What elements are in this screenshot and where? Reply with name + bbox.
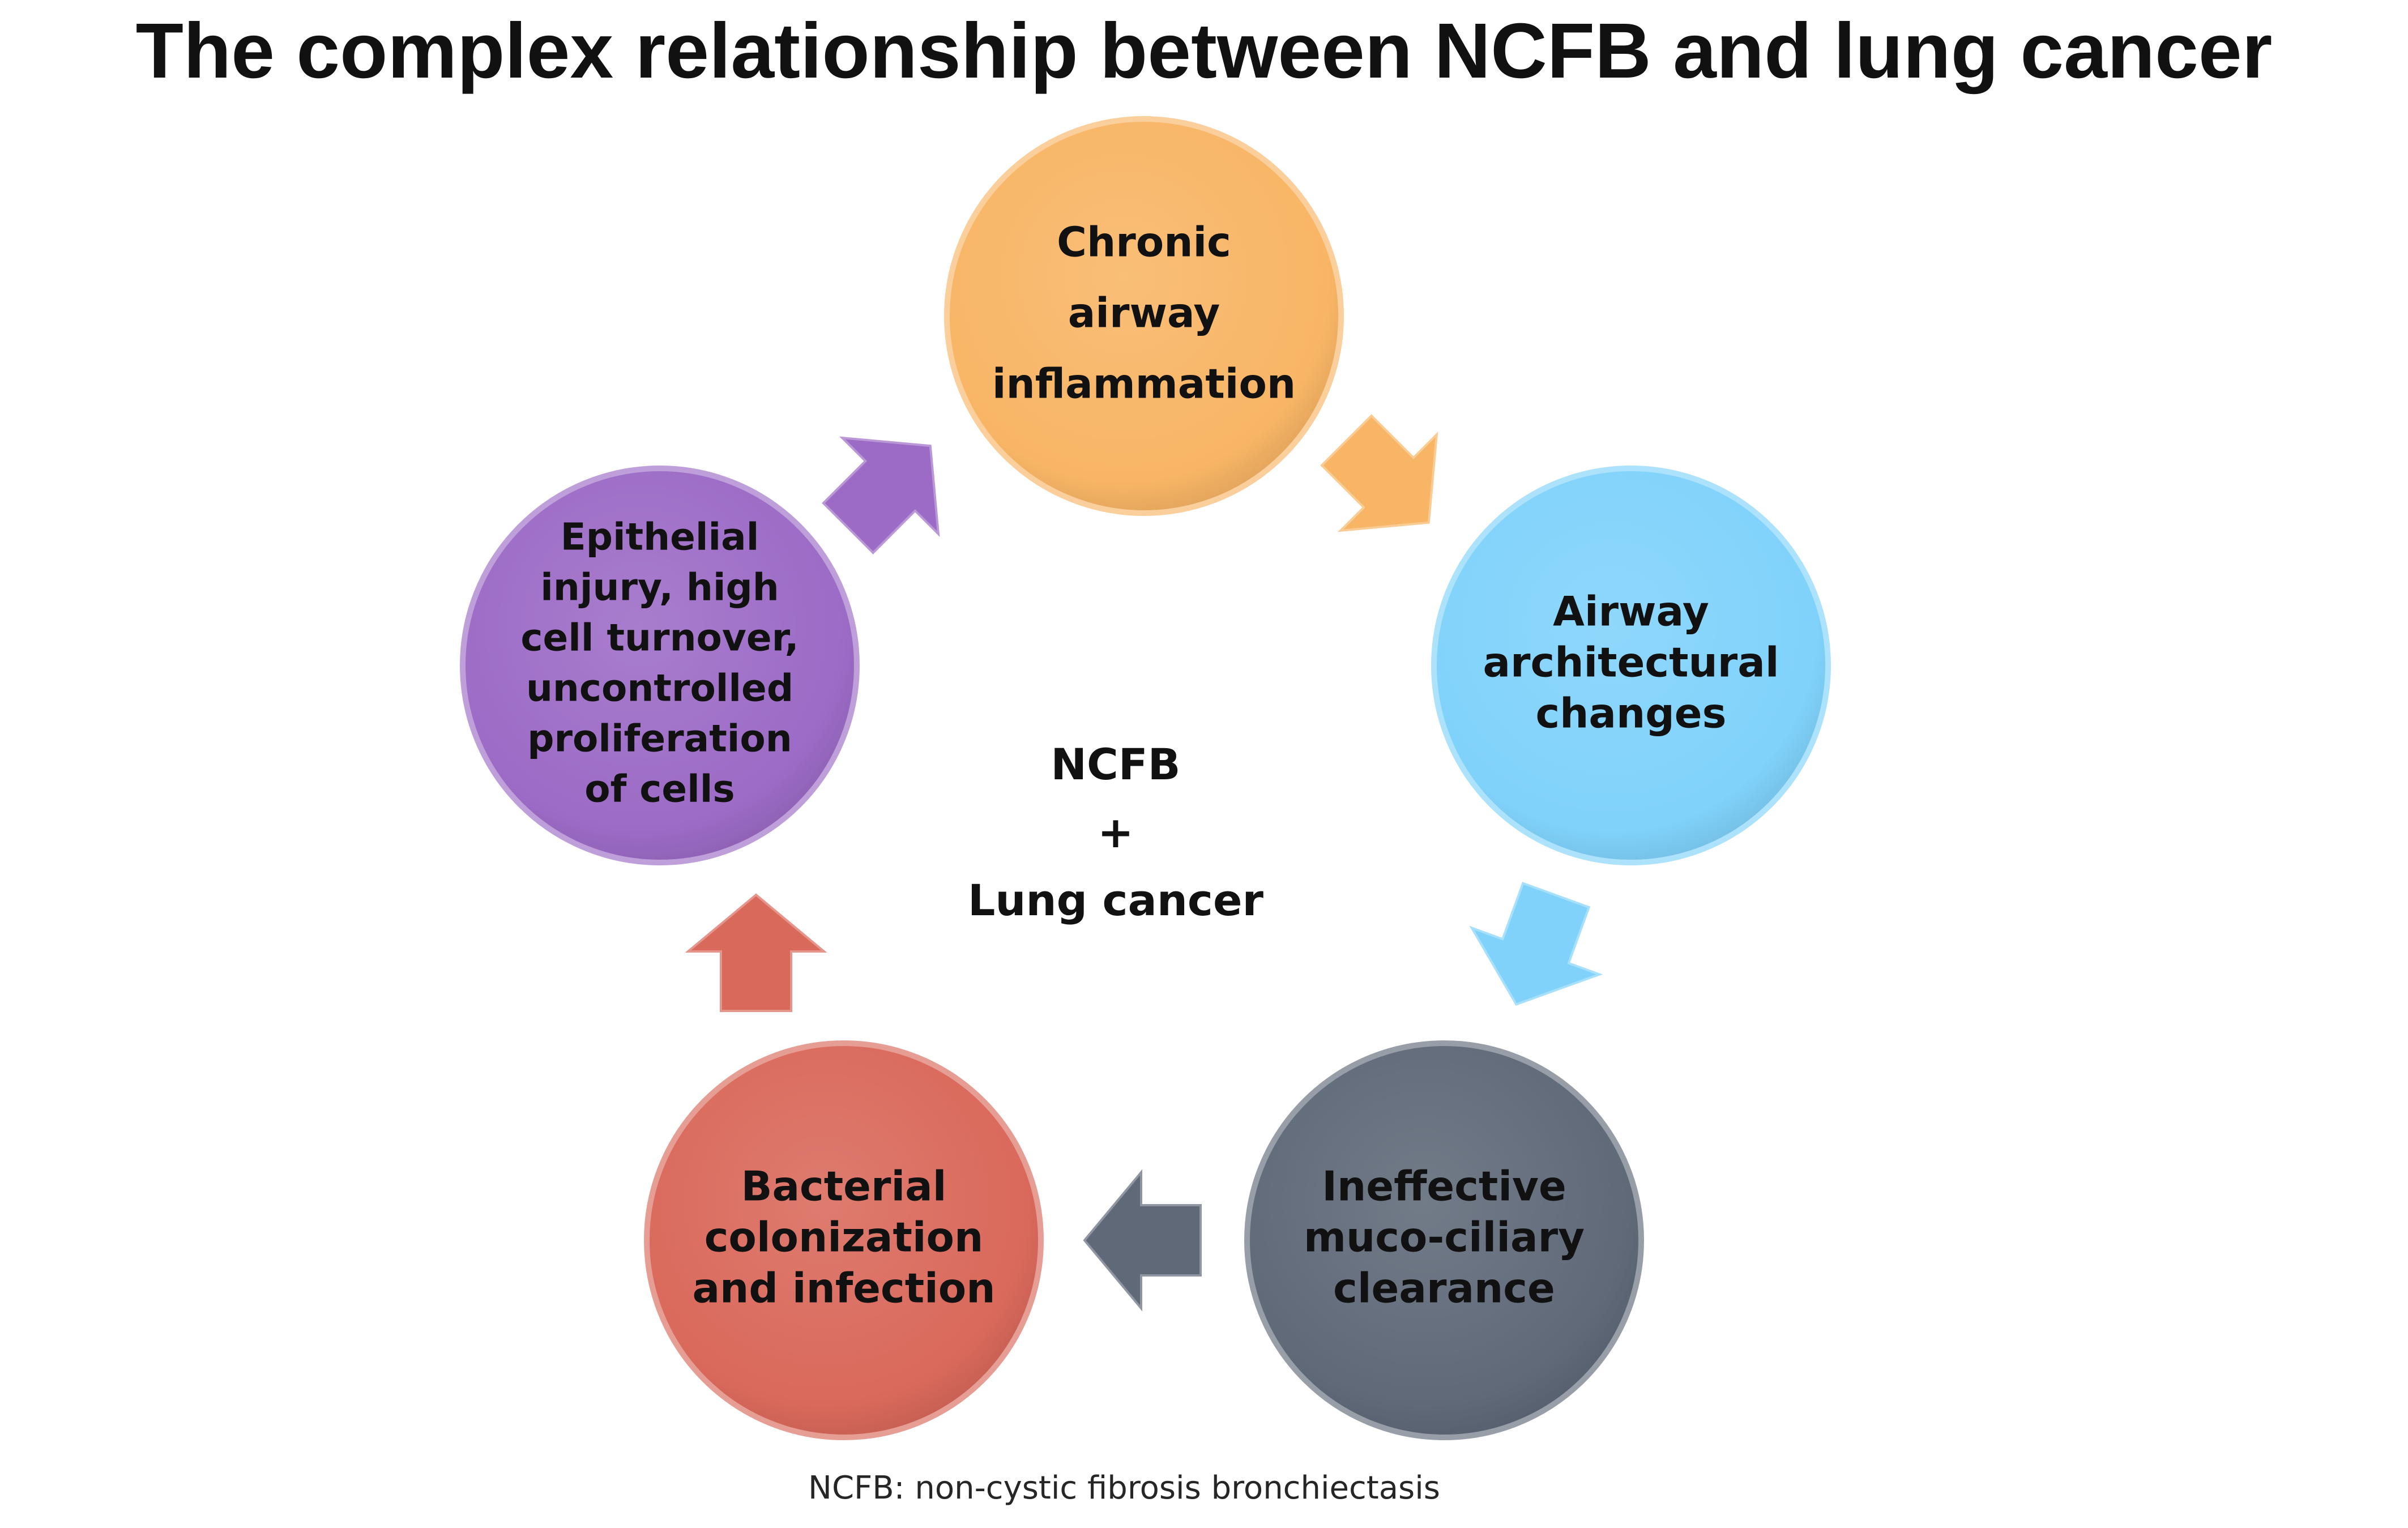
node-label-chronic-airway-inflammation: Chronic airway inflammation [992, 219, 1296, 408]
node-label-line: Airway [1553, 588, 1709, 635]
node-label-line: injury, high [540, 566, 779, 609]
node-label-line: colonization [705, 1214, 984, 1261]
node-label-line: architectural [1483, 639, 1779, 686]
center-label: NCFB + Lung cancer [889, 731, 1342, 934]
node-circle-airway-architectural-changes [1431, 466, 1831, 865]
node-circle-chronic-airway-inflammation [944, 116, 1344, 516]
arrow-architectural-to-clearance [1469, 881, 1603, 1006]
node-label-line: Chronic [1057, 219, 1231, 266]
arrow-epithelial-to-inflammation [822, 436, 940, 554]
node-label-line: Bacterial [741, 1163, 947, 1210]
node-label-line: airway [1068, 289, 1220, 337]
node-chronic-airway-inflammation: Chronic airway inflammation [944, 116, 1344, 516]
node-label-line: changes [1535, 690, 1726, 737]
node-label-line: clearance [1333, 1265, 1555, 1312]
arrow-bacterial-to-epithelial [685, 893, 827, 1012]
node-circle-ineffective-muco-ciliary-clearance [1244, 1040, 1644, 1440]
node-label-line: and infection [692, 1265, 995, 1312]
arrow-inflammation-to-architectural [1320, 414, 1438, 532]
node-label-line: uncontrolled [526, 667, 793, 710]
node-label-line: proliferation [527, 717, 792, 761]
node-epithelial-injury: Epithelial injury, high cell turnover, unco… [460, 466, 860, 865]
center-line-plus: + [1098, 807, 1134, 857]
arrow-clearance-to-bacterial [1083, 1169, 1202, 1312]
diagram-title: The complex relationship between NCFB an… [135, 7, 2273, 95]
node-circle-bacterial-colonization-and-infection [644, 1040, 1044, 1440]
node-label-line: muco-ciliary [1304, 1214, 1585, 1261]
arrows-layer [685, 414, 1603, 1312]
node-label-line: of cells [584, 767, 735, 811]
center-line-lung-cancer: Lung cancer [967, 875, 1264, 925]
node-label-line: inflammation [992, 360, 1296, 408]
node-label-line: cell turnover, [520, 616, 799, 660]
node-label-line: Ineffective [1322, 1163, 1566, 1210]
node-label-line: Epithelial [561, 515, 759, 559]
node-label-epithelial-injury: Epithelial injury, high cell turnover, unco… [520, 515, 799, 811]
center-line-ncfb: NCFB [1051, 739, 1181, 789]
footnote: NCFB: non-cystic fibrosis bronchiectasis [808, 1470, 1440, 1506]
node-circle-epithelial-injury [460, 466, 860, 865]
